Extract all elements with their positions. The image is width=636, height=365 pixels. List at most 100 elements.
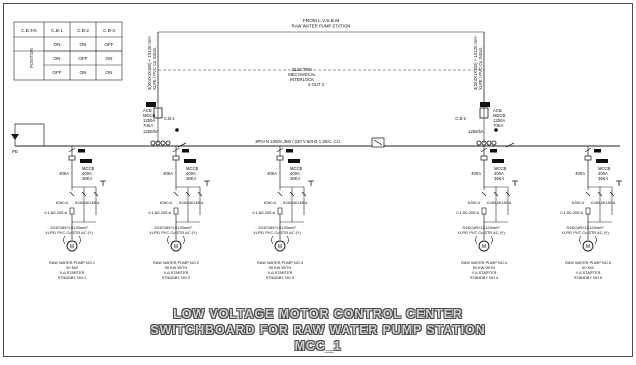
- relay-box: [492, 159, 504, 163]
- feeder-cable: 3X3X185+1X120mm²: [154, 225, 192, 230]
- feeder-fuse-rating: 400A: [267, 171, 277, 176]
- pump-power: 90 KW WITH: [473, 265, 496, 270]
- feeder-fuse-rating: 400A: [471, 171, 481, 176]
- mccb-symbol: [68, 155, 76, 161]
- ct-coils: [150, 140, 171, 146]
- motor-label: M: [586, 244, 590, 250]
- pump-starter: Y-Δ STARTER: [472, 270, 497, 275]
- motor-label: M: [70, 244, 74, 250]
- mccb-symbol: [172, 155, 180, 161]
- feeder-mccb-label: MCCB: [186, 166, 199, 171]
- overload-range: 0.1.60-205 A: [456, 210, 479, 215]
- pump-power: 90 KW WITH: [165, 265, 188, 270]
- motor-label: M: [278, 244, 282, 250]
- incomer-type: MDCB: [493, 113, 506, 118]
- pump-duty: STANDBY NO.1: [58, 275, 86, 280]
- pump-starter: Y-Δ STARTER: [268, 270, 293, 275]
- overload-relay: [481, 207, 487, 215]
- pump-name: RAW WATER PUMP NO.1: [49, 260, 95, 265]
- pump-duty: STANDBY NO.5: [574, 275, 602, 280]
- pump-duty: STANDBY NO.4: [470, 275, 499, 280]
- mccb-symbol: [276, 155, 284, 161]
- pump-power: 90 KW: [582, 265, 594, 270]
- earth-connection: PE: [11, 123, 45, 154]
- pump-duty: STANDBY NO.3: [266, 275, 294, 280]
- contactor-k2: K280 A: [179, 201, 192, 205]
- feeder-breaking: 36KA: [598, 176, 608, 181]
- drawing-title: LOW VOLTAGE MOTOR CONTROL CENTER SWITCHB…: [0, 306, 636, 354]
- feeder-breaking: 36KA: [290, 176, 300, 181]
- feeder-rating: 400A: [186, 171, 196, 176]
- table-cell: ON: [106, 70, 113, 75]
- incomer-tag: C.B-1: [164, 116, 175, 121]
- incomer-tag: C.B-2: [455, 116, 466, 121]
- feeder-cable: 3X3X185+1X120mm²: [50, 225, 88, 230]
- overload-range: 0.1.60-205 A: [44, 210, 67, 215]
- overload-relay: [69, 207, 75, 215]
- table-cell: ON: [54, 56, 61, 61]
- motor-icon: [274, 240, 286, 252]
- pump-power: 90 KW: [66, 265, 78, 270]
- table-header-0: C.B 4%: [21, 28, 37, 33]
- incomer-cable-label: 3(3X4X1X180) + 1X120 mm²: [473, 36, 478, 90]
- incomer-ct: 1250/5A: [468, 129, 484, 134]
- table-header-3: C.B-3: [103, 28, 115, 33]
- table-header-2: C.B-2: [77, 28, 89, 33]
- contactor-k2: K280 A: [75, 201, 88, 205]
- incomer-left: 3(3X4X1X180) + 1X120 mm² XLPE / PVC Cu I…: [143, 36, 179, 146]
- incomer-ct: 1250/5A: [143, 129, 159, 134]
- pump-starter: Y-Δ STARTER: [164, 270, 189, 275]
- incomer-cable-label: 3(3X4X1X180) + 1X120 mm²: [147, 36, 152, 90]
- contactor-k3: K180 A: [499, 201, 512, 205]
- contactor-k1: K280 A: [572, 201, 585, 205]
- acb-tag-box: [480, 102, 490, 107]
- feeder-cable: 3X3X185+1X120mm²: [258, 225, 296, 230]
- incomer-rating: 1250A: [143, 118, 155, 123]
- pump-name: RAW WATER PUMP NO.4: [461, 260, 508, 265]
- overload-relay: [585, 207, 591, 215]
- position-table: C.B 4% C.B-1 C.B-2 C.B-3 POSITION ON ON …: [13, 21, 123, 81]
- motor-icon: [478, 240, 490, 252]
- contactor-k2: K280 A: [591, 201, 604, 205]
- acb-tag-box: [146, 102, 156, 107]
- earth-arrow-icon: [11, 134, 19, 140]
- feeder-cable-insul: XLPE/ PVC Cu STR AC (Y): [45, 230, 93, 235]
- overload-range: 0.1.60-205 A: [560, 210, 583, 215]
- feeder-breaking: 36KA: [494, 176, 504, 181]
- contactor-k3: K180 A: [87, 201, 100, 205]
- incoming-supply: FROM L.V.S.B.M RAW WATER PUMP STATION EL…: [157, 18, 485, 103]
- incomer-acb: ACB: [143, 108, 152, 113]
- feeder-rating: 400A: [82, 171, 92, 176]
- feeder-rating: 400A: [290, 171, 300, 176]
- contactor-k2: K280 A: [283, 201, 296, 205]
- contactor-k3: K180 A: [191, 201, 204, 205]
- incoming-label-1: FROM L.V.S.B.M: [303, 18, 340, 24]
- feeder-cable: 3X3X185+1X120mm²: [462, 225, 500, 230]
- overload-relay: [277, 207, 283, 215]
- drawing-frame: [3, 3, 633, 357]
- motor-label: M: [482, 244, 486, 250]
- table-cell: OFF: [78, 56, 87, 61]
- relay-box: [288, 159, 300, 163]
- motor-icon: [170, 240, 182, 252]
- table-cell: OFF: [52, 70, 61, 75]
- feeder-tag-box: [182, 149, 189, 153]
- pump-name: RAW WATER PUMP NO.2: [153, 260, 199, 265]
- feeder-cable-insul: XLPE/ PVC Cu STR AC (Y): [149, 230, 197, 235]
- table-side-label: POSITION: [29, 48, 34, 68]
- contactor-k1: K280 A: [160, 201, 173, 205]
- contactor-k2: K280 A: [487, 201, 500, 205]
- contactor-k1: K280 A: [264, 201, 277, 205]
- incomer-breaking: 70KA: [143, 123, 153, 128]
- incoming-label-2: RAW WATER PUMP STATION: [292, 24, 351, 29]
- feeder-mccb-label: MCCB: [494, 166, 507, 171]
- feeder-mccb-label: MCCB: [82, 166, 95, 171]
- table-cell: ON: [54, 42, 61, 47]
- mccb-symbol: [584, 155, 592, 161]
- incomer-rating: 1250A: [493, 118, 505, 123]
- overload-range: 0.1.60-205 A: [148, 210, 171, 215]
